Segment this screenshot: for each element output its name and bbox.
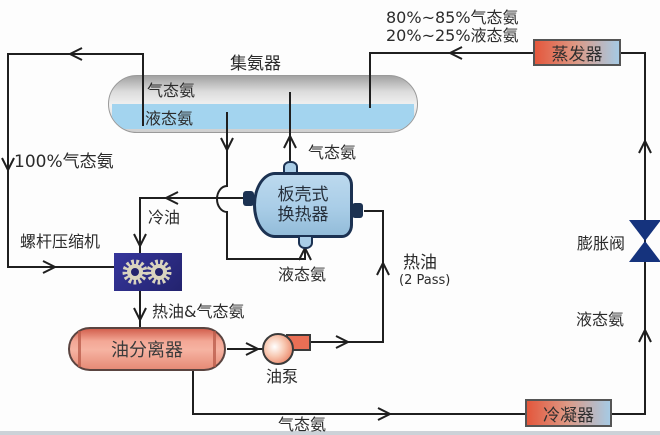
arrow-into-pump [245,342,261,356]
hx-liquid-inlet-label: 液态氨 [278,265,327,284]
evaporator-label: 蒸发器 [551,45,603,65]
pipe-evaporator-to-tank [369,52,533,108]
hx-bottom-nozzle [298,235,313,249]
bottom-edge-strip [0,431,660,435]
separator-left-cap [78,331,81,367]
tank-liquid-layer [112,104,414,129]
arrow-up-to-valve [638,327,652,343]
pipe-cold-oil [139,197,243,253]
compressor-suction-label: 100%气态氨 [14,152,114,172]
evap-outlet-label-line2: 20%~25%液态氨 [386,26,519,45]
hx-label-line1: 板壳式 [277,185,329,205]
hx-top-nozzle [283,161,298,174]
tank-gas-label: 气态氨 [147,81,196,100]
evaporator-box: 蒸发器 [533,39,621,66]
arrow-gas-to-condenser [377,407,393,421]
compressor-gears-icon [122,259,172,285]
oil-pump [262,333,294,365]
oil-pump-label: 油泵 [266,367,299,386]
condenser-box: 冷凝器 [525,399,612,427]
hot-oil-label: 热油 [403,253,437,273]
hx-right-nozzle [352,203,363,218]
hx-gas-outlet-label: 气态氨 [308,143,357,162]
arrow-hx-gas-up [283,133,297,149]
oil-separator-tank: 油分离器 [68,327,226,371]
separator-gas-outlet-label: 气态氨 [278,415,327,434]
hx-label-line2: 换热器 [277,205,329,225]
expansion-valve-icon [629,220,660,262]
condenser-outlet-label: 液态氨 [576,310,625,329]
expansion-valve [628,219,660,263]
hx-left-nozzle [243,191,254,206]
arrow-hot-oil-up [376,260,390,276]
arrow-pump-out [335,335,351,349]
oil-separator-label: 油分离器 [111,340,183,361]
arrow-cold-oil-left [163,191,179,205]
condenser-label: 冷凝器 [543,405,594,426]
screw-compressor [114,253,182,291]
arrow-tank-liquid-down [220,137,234,153]
arrow-cold-oil-down [133,233,147,249]
arrow-down-left [1,157,15,173]
arrow-left-top [67,47,83,61]
pipe-tank-to-compressor [7,53,144,268]
pipe-tank-liquid-to-hx [216,112,306,260]
arrow-into-compressor [42,260,58,274]
screw-compressor-label: 螺杆压缩机 [20,232,101,251]
arrow-evap-to-tank [447,46,463,60]
compressor-discharge-label: 热油&气态氨 [152,302,245,321]
pipe-separator-to-condenser [192,370,525,415]
tank-liquid-label: 液态氨 [145,109,194,128]
cold-oil-label: 冷油 [148,208,181,227]
evap-outlet-label-line1: 80%~85%气态氨 [386,8,519,27]
arrow-up-to-evaporator [638,138,652,154]
plate-shell-heat-exchanger: 板壳式 换热器 [253,172,353,238]
hot-oil-pass-label: (2 Pass) [399,273,451,288]
expansion-valve-label: 膨胀阀 [577,234,626,253]
arrow-into-separator [133,307,147,323]
ammonia-collector-label: 集氨器 [230,54,281,74]
separator-right-cap [213,331,216,367]
ammonia-collector-tank [108,75,418,133]
